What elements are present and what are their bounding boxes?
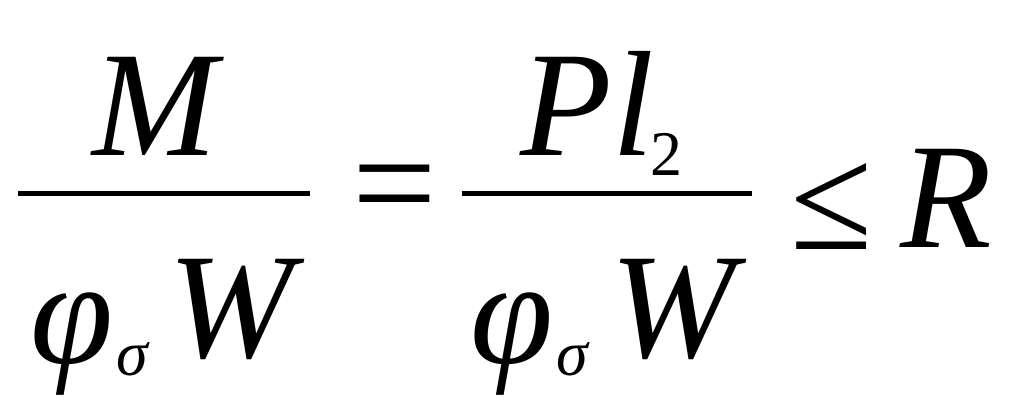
right-fraction-bar xyxy=(462,191,752,196)
less-than-or-equal-sign: ≤ xyxy=(790,116,873,282)
right-numerator-p: P xyxy=(520,22,612,188)
rhs-r: R xyxy=(900,114,992,280)
right-numerator-subscript-2: 2 xyxy=(650,118,682,189)
left-denominator-sigma: σ xyxy=(116,318,148,389)
right-denominator-w: W xyxy=(610,224,735,390)
left-denominator-w: W xyxy=(168,224,293,390)
left-numerator-m: M xyxy=(92,22,217,188)
left-denominator-phi: φ xyxy=(30,230,113,396)
left-fraction-bar xyxy=(18,191,310,196)
right-denominator-phi: φ xyxy=(470,230,553,396)
right-numerator-l: l xyxy=(612,22,654,188)
right-denominator-sigma: σ xyxy=(556,318,588,389)
equals-sign: = xyxy=(352,100,437,266)
